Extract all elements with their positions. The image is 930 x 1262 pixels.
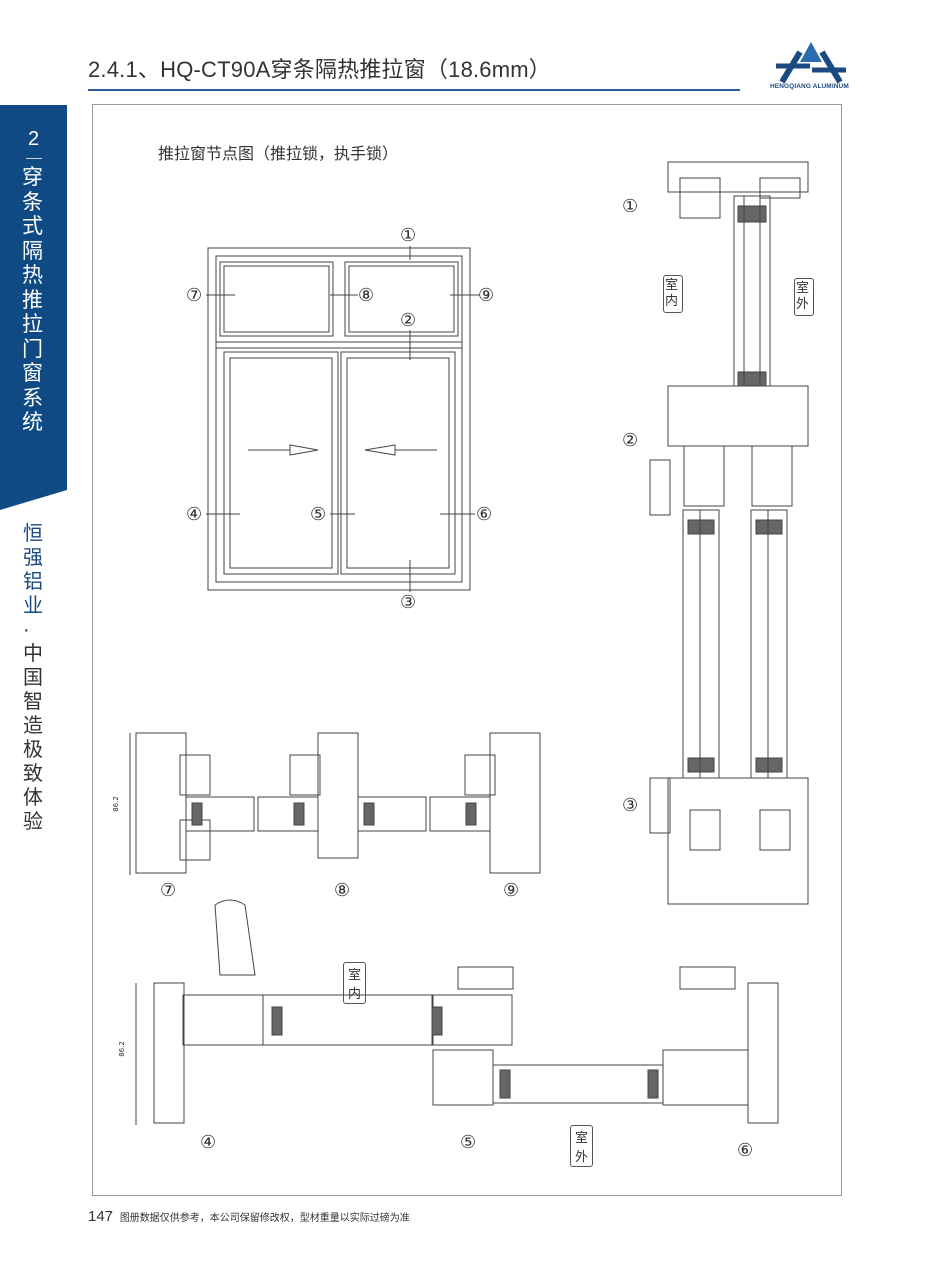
outdoor-label: 室外 bbox=[794, 278, 814, 316]
slogan: 恒强铝业·中国智造极致体验 bbox=[23, 522, 45, 834]
page-footer: 147 图册数据仅供参考，本公司保留修改权，型材重量以实际过磅为准 bbox=[88, 1208, 410, 1225]
vsec-marker-3: ③ bbox=[622, 795, 639, 816]
marker-5: ⑤ bbox=[310, 504, 327, 525]
dimension-top: 86.2 bbox=[111, 796, 120, 812]
horizontal-sections-bottom bbox=[135, 899, 779, 1125]
logo-text: HENGQIANG ALUMINUM bbox=[770, 83, 849, 90]
hsec-marker-5: ⑤ bbox=[460, 1132, 477, 1153]
footer-note: 图册数据仅供参考，本公司保留修改权，型材重量以实际过磅为准 bbox=[119, 1213, 410, 1224]
hsec-marker-9: ⑨ bbox=[503, 880, 520, 901]
hsec-marker-4: ④ bbox=[200, 1132, 217, 1153]
vsec-marker-2: ② bbox=[622, 430, 639, 451]
marker-8: ⑧ bbox=[358, 285, 375, 306]
vsec-marker-1: ① bbox=[622, 196, 639, 217]
company-logo bbox=[776, 42, 846, 84]
marker-3: ③ bbox=[400, 592, 417, 613]
chapter-divider bbox=[26, 158, 42, 159]
marker-9: ⑨ bbox=[478, 285, 495, 306]
slogan-rest: 中国智造极致体验 bbox=[23, 643, 43, 833]
outdoor-label-bottom: 室外 bbox=[570, 1125, 594, 1167]
slogan-dot: · bbox=[23, 619, 30, 641]
page-number: 147 bbox=[88, 1208, 114, 1225]
content-frame bbox=[92, 104, 842, 1196]
page-title: 2.4.1、HQ-CT90A穿条隔热推拉窗（18.6mm） bbox=[88, 57, 551, 82]
marker-4: ④ bbox=[186, 504, 203, 525]
marker-6: ⑥ bbox=[476, 504, 493, 525]
hsec-marker-8: ⑧ bbox=[334, 880, 351, 901]
header-rule bbox=[88, 89, 740, 91]
indoor-label: 室内 bbox=[663, 275, 683, 313]
indoor-label-bottom: 室内 bbox=[343, 962, 367, 1004]
marker-2: ② bbox=[400, 310, 417, 331]
hsec-marker-6: ⑥ bbox=[737, 1140, 754, 1161]
marker-7: ⑦ bbox=[186, 285, 203, 306]
chapter-title: 穿条式隔热推拉门窗系统 bbox=[22, 166, 43, 434]
horizontal-sections-top bbox=[129, 732, 541, 875]
marker-1: ① bbox=[400, 225, 417, 246]
chapter-band bbox=[0, 105, 67, 510]
slogan-brand: 恒强铝业 bbox=[23, 523, 43, 617]
chapter-number: 2 bbox=[27, 128, 40, 150]
hsec-marker-7: ⑦ bbox=[160, 880, 177, 901]
dimension-bottom: 86.2 bbox=[117, 1041, 126, 1057]
window-elevation bbox=[206, 246, 480, 592]
drawing-subtitle: 推拉窗节点图（推拉锁，执手锁） bbox=[158, 146, 399, 163]
vertical-section bbox=[649, 161, 809, 905]
